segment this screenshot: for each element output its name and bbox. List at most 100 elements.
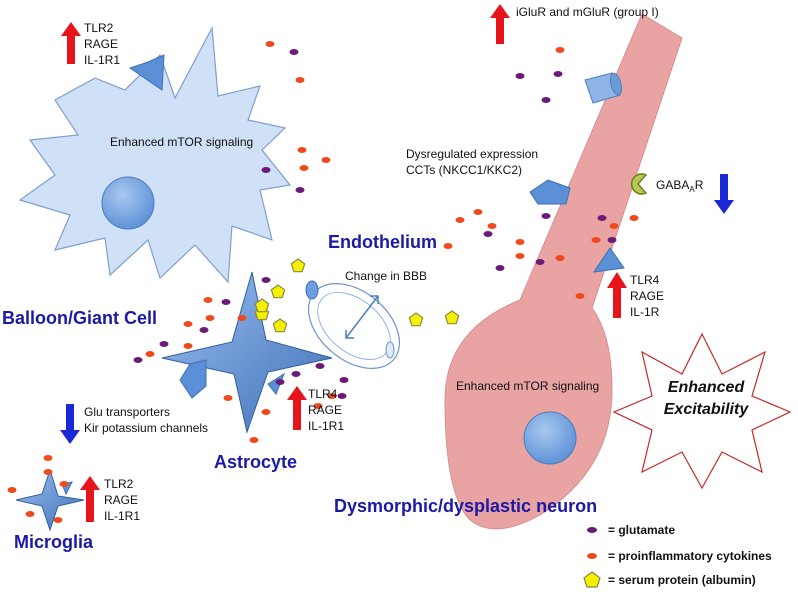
neuron-marker-il1r: IL-1R [630, 305, 660, 319]
cytokine-dot [25, 511, 35, 517]
cytokine-dot [555, 255, 565, 261]
glutamate-dot [315, 363, 325, 369]
glutamate-dot [159, 341, 169, 347]
excitability-line2: Excitability [664, 401, 750, 418]
astrocyte [161, 271, 333, 434]
neuron-marker-tlr4: TLR4 [630, 273, 660, 287]
cytokine-dot [223, 395, 233, 401]
up-arrow-neuron-tlr [607, 272, 627, 318]
astrocyte-marker-tlr4: TLR4 [308, 387, 338, 401]
cytokine-dot [43, 469, 53, 475]
astrocyte-title: Astrocyte [214, 452, 297, 472]
down-arrow-transporters [60, 404, 80, 444]
glutamate-dot [289, 49, 299, 55]
cytokine-dot [265, 41, 275, 47]
up-arrow-receptors [490, 4, 510, 44]
cytokine-dot [43, 455, 53, 461]
gaba-receptor-icon [630, 173, 648, 195]
cytokine-dot [321, 157, 331, 163]
cytokine-dot [295, 77, 305, 83]
gaba-sub: A [689, 185, 695, 194]
legend-albumin-icon [583, 571, 601, 588]
glutamate-dot [199, 327, 209, 333]
glutamate-dot [221, 299, 231, 305]
glutamate-dot [295, 187, 305, 193]
cytokine-dot [183, 321, 193, 327]
glutamate-dot [337, 393, 347, 399]
albumin-pentagon [444, 310, 460, 325]
albumin-pentagon [272, 318, 288, 333]
cytokine-dot [203, 297, 213, 303]
balloon-marker-rage: RAGE [84, 37, 118, 51]
legend-glutamate: = glutamate [608, 523, 675, 537]
cytokine-dot [205, 315, 215, 321]
microglia-marker-rage: RAGE [104, 493, 138, 507]
cytokine-dot [183, 343, 193, 349]
balloon-cell-receptor-icon [128, 54, 165, 91]
endothelial-cell-1 [305, 280, 319, 300]
glutamate-receptor-icon [584, 72, 623, 104]
cytokine-dot [515, 253, 525, 259]
cytokine-dot [145, 351, 155, 357]
glutamate-dot [261, 167, 271, 173]
glutamate-dot [541, 213, 551, 219]
excitability-line1: Enhanced [668, 379, 746, 396]
excitability-star: Enhanced Excitability [612, 332, 792, 490]
cct-transporter-icon [529, 179, 571, 205]
neuron-signal: Enhanced mTOR signaling [456, 379, 599, 393]
neuron-title: Dysmorphic/dysplastic neuron [334, 496, 597, 516]
cytokine-dot [59, 481, 69, 487]
astrocyte-marker-rage: RAGE [308, 403, 342, 417]
cytokine-dot [237, 315, 247, 321]
glutamate-dot [597, 215, 607, 221]
up-arrow-microglia [80, 476, 100, 522]
cct-line1: Dysregulated expression [406, 147, 538, 161]
legend: = glutamate = proinflammatory cytokines … [583, 523, 772, 588]
cytokine-dot [591, 237, 601, 243]
cytokine-dot [327, 393, 337, 399]
glutamate-dot [291, 371, 301, 377]
cytokine-dot [313, 403, 323, 409]
cytokine-dot [7, 487, 17, 493]
receptors-label: iGluR and mGluR (group I) [516, 5, 659, 19]
dysmorphic-neuron [444, 13, 683, 530]
up-arrow-astrocyte [287, 386, 307, 430]
balloon-cell-title: Balloon/Giant Cell [2, 308, 157, 328]
cytokine-dot [487, 223, 497, 229]
neuron-body [444, 13, 683, 530]
neuron-tlr-receptor-icon [592, 247, 625, 273]
endothelium-title: Endothelium [328, 232, 437, 252]
cytokine-dot [261, 409, 271, 415]
glutamate-dot [535, 259, 545, 265]
glutamate-dot [275, 379, 285, 385]
cytokine-dot [629, 215, 639, 221]
albumin-pentagon [408, 312, 424, 327]
molecule-layer [7, 41, 639, 523]
gaba-tail: R [695, 178, 704, 192]
glutamate-dot [541, 97, 551, 103]
transporter-line2: Kir potassium channels [84, 421, 208, 435]
glutamate-dot [261, 277, 271, 283]
balloon-marker-il1r1: IL-1R1 [84, 53, 120, 67]
microglia [15, 468, 85, 532]
legend-glutamate-icon [587, 527, 597, 533]
cytokine-dot [473, 209, 483, 215]
balloon-cell-nucleus [101, 176, 155, 230]
legend-albumin: = serum protein (albumin) [608, 573, 756, 587]
transporter-line1: Glu transporters [84, 405, 170, 419]
albumin-pentagon [290, 258, 306, 273]
microglia-marker-tlr2: TLR2 [104, 477, 134, 491]
astrocyte-body [161, 271, 333, 434]
legend-cytokine-icon [587, 553, 597, 559]
neuron-marker-rage: RAGE [630, 289, 664, 303]
cytokine-dot [609, 223, 619, 229]
bbb-arrow-icon [345, 295, 379, 339]
cytokine-dot [249, 437, 259, 443]
glutamate-dot [553, 71, 563, 77]
glutamate-dot [483, 231, 493, 237]
cytokine-dot [53, 517, 63, 523]
astrocyte-transporter-icon [179, 359, 207, 399]
balloon-cell-body [18, 25, 292, 284]
balloon-marker-tlr2: TLR2 [84, 21, 114, 35]
glutamate-dot [515, 73, 525, 79]
